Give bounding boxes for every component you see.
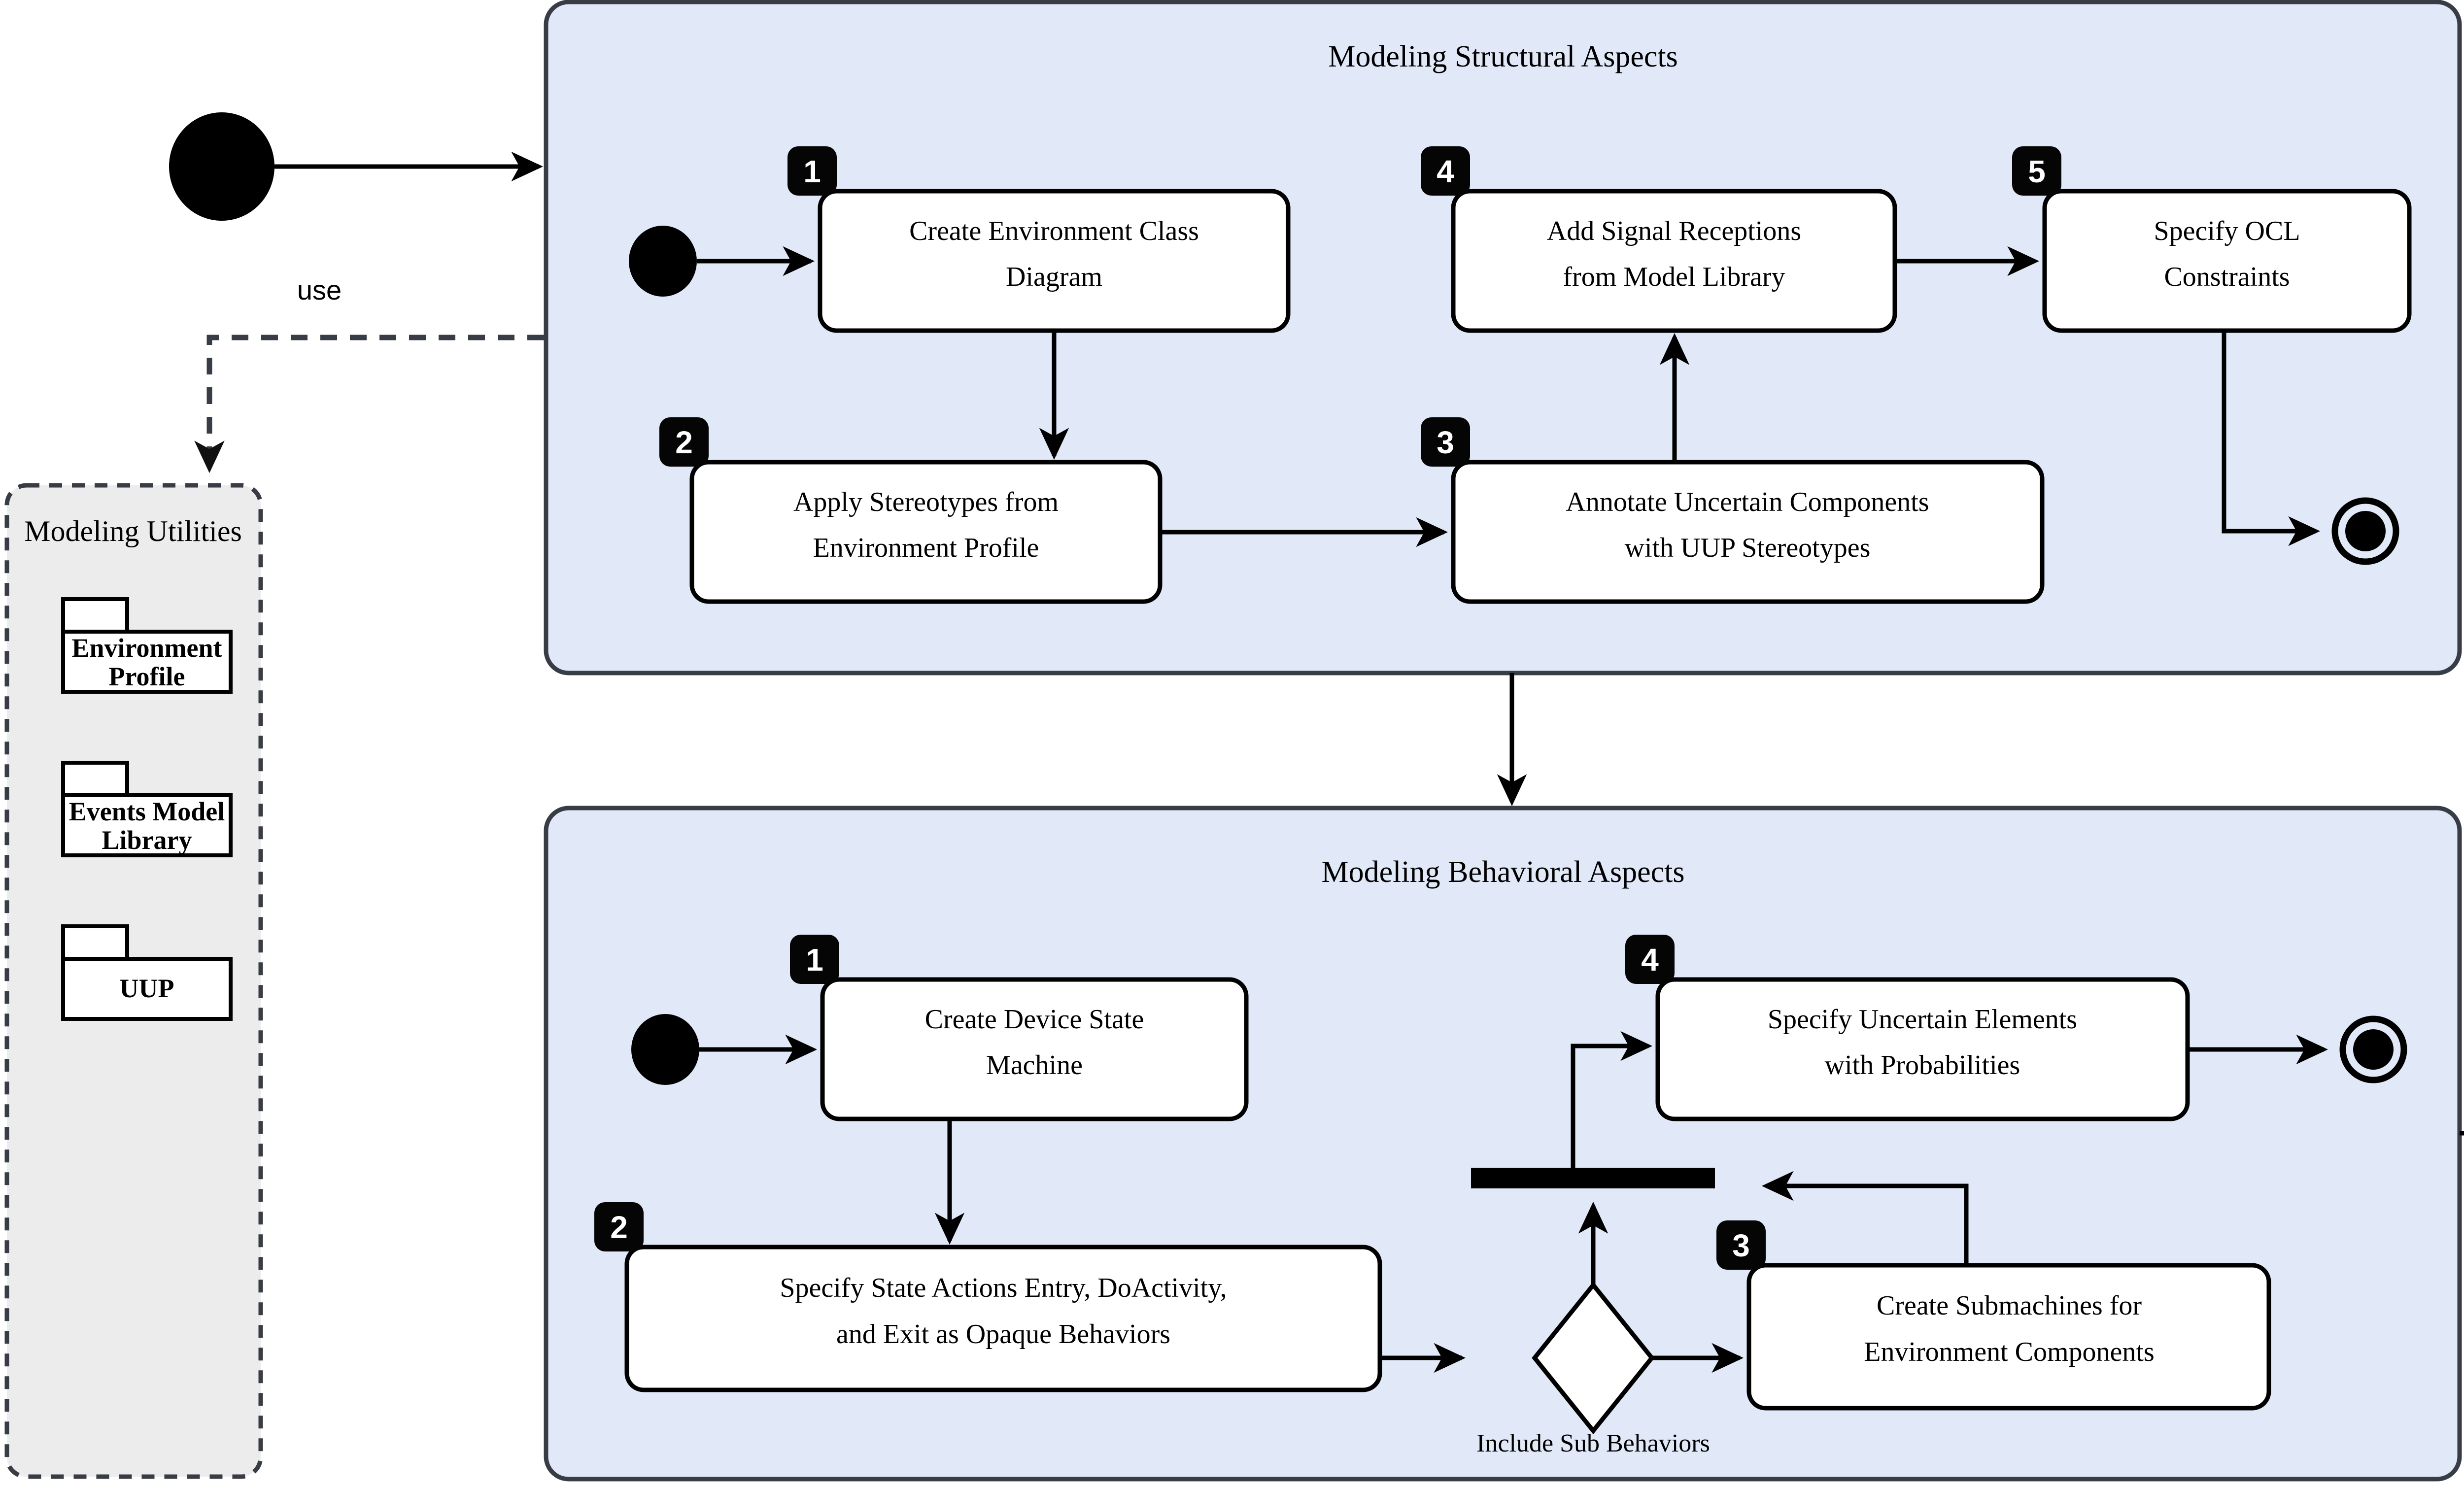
modeling-utilities-package[interactable]: Modeling Utilities Environment Profile E…	[4, 483, 263, 1479]
package-uup-name1: UUP	[120, 974, 174, 1003]
behavioral-action-4-line2: with Probabilities	[1825, 1050, 2020, 1081]
behavioral-action-1-line1: Create Device State	[925, 1004, 1144, 1035]
structural-action-4-line2: from Model Library	[1563, 262, 1785, 292]
structural-action-5-line1: Specify OCL	[2154, 216, 2300, 246]
package-uup[interactable]: UUP	[61, 924, 233, 1021]
decision-label: Include Sub Behaviors	[1476, 1429, 1710, 1457]
structural-action-5-line2: Constraints	[2164, 262, 2290, 292]
behavioral-action-3-line1: Create Submachines for	[1877, 1290, 2142, 1321]
behavioral-action-3-box[interactable]	[1746, 1263, 2271, 1411]
structural-action-1-box[interactable]	[818, 189, 1291, 333]
behavioral-action-3-line2: Environment Components	[1864, 1337, 2155, 1367]
structural-partition-title: Modeling Structural Aspects	[1328, 40, 1677, 73]
structural-action-4-line1: Add Signal Receptions	[1547, 216, 1801, 246]
package-environment-profile[interactable]: Environment Profile	[61, 597, 233, 694]
structural-action-3-badge-label: 3	[1437, 425, 1454, 460]
decision-diamond[interactable]	[1532, 1281, 1655, 1435]
structural-action-4-box[interactable]	[1451, 189, 1897, 333]
behavioral-action-1[interactable]: Create Device State Machine 1	[790, 935, 1249, 1121]
behavioral-action-4[interactable]: Specify Uncertain Elements with Probabil…	[1625, 935, 2190, 1121]
flow-b3-to-merge	[1761, 1171, 1969, 1265]
behavioral-action-1-box[interactable]	[820, 977, 1249, 1121]
package-environment-profile-tab	[61, 597, 129, 636]
package-events-model-library-name1: Events Model	[69, 797, 225, 826]
package-environment-profile-name2: Profile	[109, 662, 185, 691]
modeling-utilities-title: Modeling Utilities	[24, 515, 242, 547]
structural-action-2-box[interactable]	[689, 460, 1163, 604]
decision-node[interactable]	[1532, 1281, 1655, 1435]
structural-action-3-line1: Annotate Uncertain Components	[1566, 487, 1929, 517]
behavioral-action-4-box[interactable]	[1655, 977, 2190, 1121]
behavioral-action-2-line1: Specify State Actions Entry, DoActivity,	[780, 1273, 1227, 1303]
behavioral-action-2[interactable]: Specify State Actions Entry, DoActivity,…	[594, 1202, 1382, 1392]
structural-action-3[interactable]: Annotate Uncertain Components with UUP S…	[1421, 417, 2045, 604]
structural-action-4-badge	[1421, 146, 1470, 196]
structural-action-1-badge-label: 1	[803, 154, 821, 189]
structural-action-2[interactable]: Apply Stereotypes from Environment Profi…	[659, 417, 1163, 604]
behavioral-initial-node	[631, 1014, 699, 1085]
flow-s5-to-structural-final	[2222, 331, 2321, 546]
structural-action-5-box[interactable]	[2042, 189, 2412, 333]
structural-action-3-box[interactable]	[1451, 460, 2045, 604]
package-environment-profile-body[interactable]	[61, 630, 233, 694]
structural-action-3-badge	[1421, 417, 1470, 467]
structural-action-1-line2: Diagram	[1006, 262, 1102, 292]
structural-final-node	[2331, 497, 2399, 565]
package-events-model-library-body[interactable]	[61, 793, 233, 857]
use-dependency-arrow	[194, 335, 544, 473]
structural-action-2-line2: Environment Profile	[813, 533, 1039, 563]
use-dependency-label: use	[297, 274, 342, 305]
structural-action-5[interactable]: Specify OCL Constraints 5	[2012, 146, 2412, 333]
package-events-model-library[interactable]: Events Model Library	[61, 761, 233, 857]
structural-action-5-badge	[2012, 146, 2061, 196]
structural-initial-node	[629, 226, 697, 297]
package-events-model-library-name2: Library	[102, 825, 192, 855]
structural-action-3-line2: with UUP Stereotypes	[1625, 533, 1871, 563]
behavioral-action-4-line1: Specify Uncertain Elements	[1768, 1004, 2077, 1035]
behavioral-action-2-badge-label: 2	[610, 1210, 628, 1245]
structural-action-1-line1: Create Environment Class	[909, 216, 1199, 246]
behavioral-action-3[interactable]: Create Submachines for Environment Compo…	[1716, 1220, 2271, 1411]
structural-action-4-badge-label: 4	[1437, 154, 1454, 189]
top-initial-node	[169, 112, 274, 221]
package-uup-body[interactable]	[61, 957, 233, 1021]
structural-action-2-badge-label: 2	[675, 425, 693, 460]
behavioral-action-1-badge-label: 1	[806, 942, 823, 978]
structural-action-2-line1: Apply Stereotypes from	[793, 487, 1059, 517]
behavioral-action-2-badge	[594, 1202, 644, 1251]
behavioral-action-1-badge	[790, 935, 839, 984]
package-environment-profile-name1: Environment	[71, 633, 222, 663]
behavioral-action-4-badge-label: 4	[1641, 942, 1659, 978]
merge-bar	[1471, 1168, 1715, 1188]
behavioral-action-2-box[interactable]	[624, 1245, 1382, 1392]
structural-action-4[interactable]: Add Signal Receptions from Model Library…	[1421, 146, 1897, 333]
structural-action-2-badge	[659, 417, 709, 467]
structural-action-5-badge-label: 5	[2028, 154, 2046, 189]
behavioral-action-1-line2: Machine	[986, 1050, 1083, 1081]
structural-action-1-badge	[787, 146, 837, 196]
flow-merge-to-b4	[1571, 1031, 1653, 1168]
behavioral-partition-title: Modeling Behavioral Aspects	[1322, 855, 1685, 889]
package-events-model-library-tab	[61, 761, 129, 799]
behavioral-final-node	[2339, 1015, 2407, 1083]
package-uup-tab	[61, 924, 129, 963]
behavioral-action-3-badge	[1716, 1220, 1766, 1270]
behavioral-action-2-line2: and Exit as Opaque Behaviors	[836, 1319, 1170, 1350]
behavioral-action-3-badge-label: 3	[1732, 1228, 1750, 1263]
behavioral-action-4-badge	[1625, 935, 1675, 984]
structural-action-1[interactable]: Create Environment Class Diagram 1	[787, 146, 1291, 333]
